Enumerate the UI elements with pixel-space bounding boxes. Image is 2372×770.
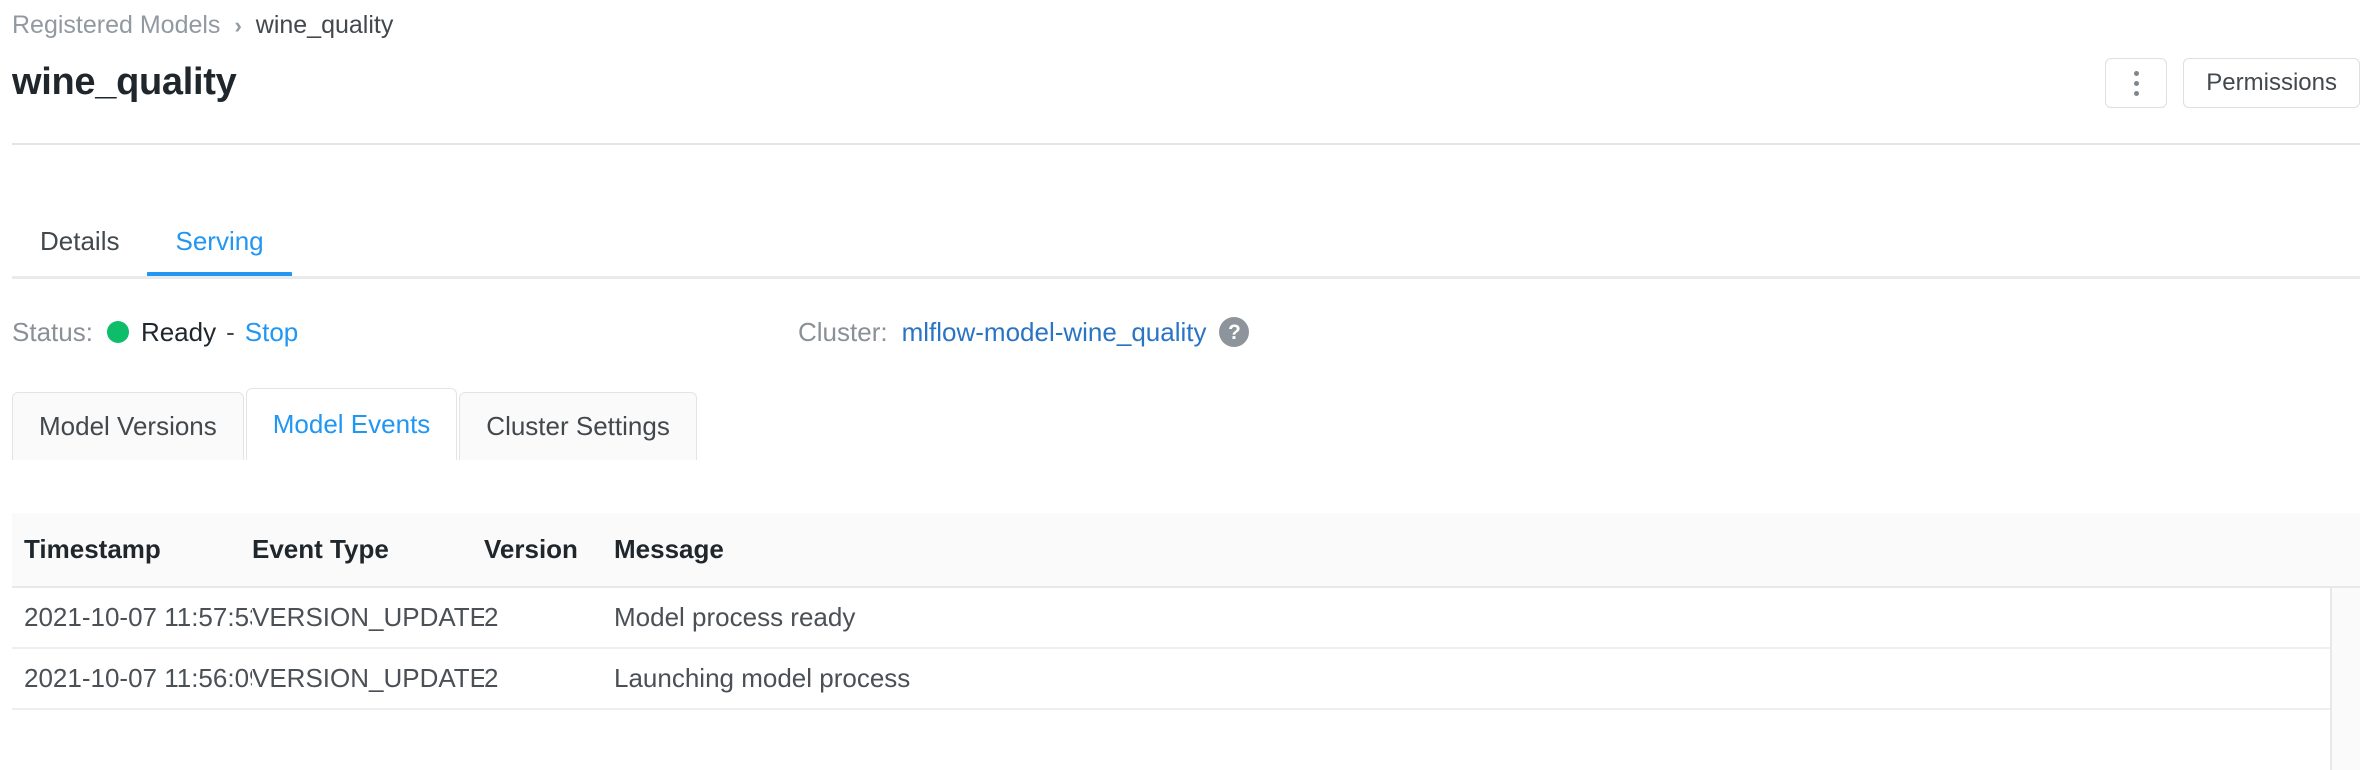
permissions-button[interactable]: Permissions	[2183, 58, 2360, 108]
cell-event-type: VERSION_UPDATED	[252, 602, 484, 632]
subtab-model-events[interactable]: Model Events	[245, 388, 458, 460]
status-badge: Ready	[140, 316, 217, 347]
serving-subtabs: Model Versions Model Events Cluster Sett…	[12, 388, 699, 460]
status-separator: -	[226, 316, 235, 347]
kebab-dot-icon	[2133, 90, 2139, 96]
page-title: wine_quality	[12, 61, 237, 103]
cell-message: Model process ready	[614, 602, 856, 632]
breadcrumb-current: wine_quality	[255, 11, 394, 39]
column-header-version[interactable]: Version	[484, 534, 578, 564]
tab-details[interactable]: Details	[40, 226, 120, 256]
cell-version: 2	[484, 602, 499, 632]
primary-tabs-rule	[12, 276, 2360, 279]
cluster-group: Cluster: mlflow-model-wine_quality ?	[798, 312, 1250, 352]
subtab-cluster-settings[interactable]: Cluster Settings	[459, 392, 697, 460]
cell-timestamp: 2021-10-07 11:57:53	[24, 602, 252, 632]
cell-message: Launching model process	[614, 663, 911, 693]
column-header-timestamp[interactable]: Timestamp	[24, 534, 161, 564]
breadcrumb: Registered Models › wine_quality	[12, 8, 393, 42]
cell-version: 2	[484, 663, 499, 693]
breadcrumb-separator-icon: ›	[234, 13, 242, 38]
status-label: Status:	[12, 316, 93, 347]
breadcrumb-link-registered-models[interactable]: Registered Models	[12, 11, 221, 39]
cluster-label: Cluster:	[798, 316, 888, 347]
table-row[interactable]: 2021-10-07 11:56:09 VERSION_UPDATED 2 La…	[12, 649, 2360, 710]
subtab-model-versions[interactable]: Model Versions	[12, 392, 244, 460]
column-header-message[interactable]: Message	[614, 534, 724, 564]
table-body: 2021-10-07 11:57:53 VERSION_UPDATED 2 Mo…	[12, 588, 2360, 770]
cell-timestamp: 2021-10-07 11:56:09	[24, 663, 252, 693]
status-row: Status: Ready - Stop Cluster: mlflow-mod…	[0, 312, 2372, 352]
model-events-table: Timestamp Event Type Version Message 202…	[12, 513, 2360, 770]
status-indicator-icon	[106, 321, 129, 343]
table-row[interactable]: 2021-10-07 11:57:53 VERSION_UPDATED 2 Mo…	[12, 588, 2360, 649]
cluster-link[interactable]: mlflow-model-wine_quality	[901, 316, 1207, 347]
title-row: wine_quality Permissions	[0, 58, 2372, 128]
status-group: Status: Ready - Stop	[12, 312, 298, 352]
header-actions: Permissions	[2105, 58, 2360, 108]
help-icon[interactable]: ?	[1219, 317, 1250, 347]
stop-serving-link[interactable]: Stop	[244, 316, 299, 347]
column-header-event-type[interactable]: Event Type	[252, 534, 389, 564]
kebab-dot-icon	[2133, 70, 2139, 76]
table-header-row: Timestamp Event Type Version Message	[12, 513, 2360, 588]
tab-serving[interactable]: Serving	[147, 205, 292, 278]
kebab-dot-icon	[2133, 80, 2139, 86]
header-divider	[12, 143, 2360, 145]
cell-event-type: VERSION_UPDATED	[252, 663, 484, 693]
table-vertical-scrollbar[interactable]	[2330, 588, 2360, 770]
primary-tabs: Details Serving	[12, 205, 292, 280]
overflow-menu-button[interactable]	[2105, 58, 2168, 108]
